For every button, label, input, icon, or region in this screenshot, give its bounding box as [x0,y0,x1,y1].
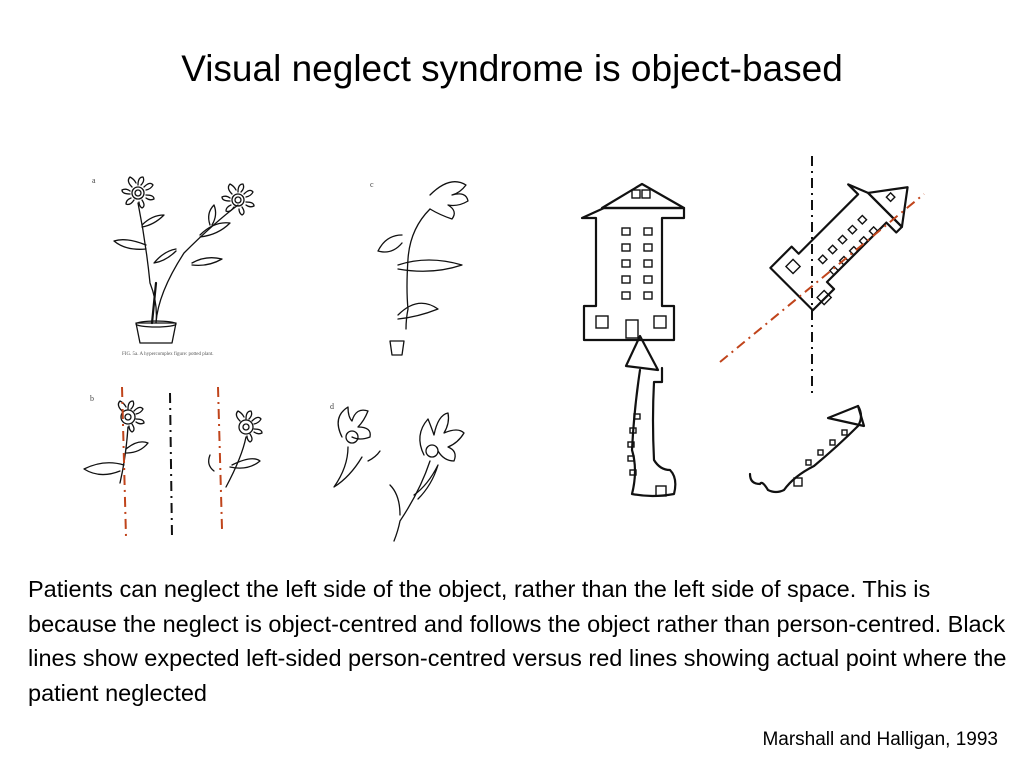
potted-plant-neglected-copy-2 [333,406,465,542]
house-upright-neglected-copy [624,334,677,498]
object-centred-line [719,193,925,363]
house-tilted [769,183,909,312]
house-drawings-figure [580,156,925,498]
slide-body-text: Patients can neglect the left side of th… [28,576,1007,706]
slide-title: Visual neglect syndrome is object-based [181,48,843,89]
object-centred-line [121,386,127,538]
panel-b-label: b [90,394,94,403]
flower-drawings-figure: a FIG. 5a. A hypercomplex figure: potted… [83,176,469,542]
potted-plant-complete [113,176,255,344]
panel-d-label: d [330,402,334,411]
house-tilted-neglected-copy [748,404,866,494]
panel-c-label: c [370,180,374,189]
citation: Marshall and Halligan, 1993 [762,729,998,750]
house-upright [580,182,686,342]
figure-caption: FIG. 5a. A hypercomplex figure: potted p… [122,352,214,357]
person-centred-line [169,392,173,538]
object-centred-line [217,386,223,530]
flower-pair-copy [83,400,263,488]
panel-a-label: a [92,176,96,185]
potted-plant-neglected-copy [377,181,469,356]
